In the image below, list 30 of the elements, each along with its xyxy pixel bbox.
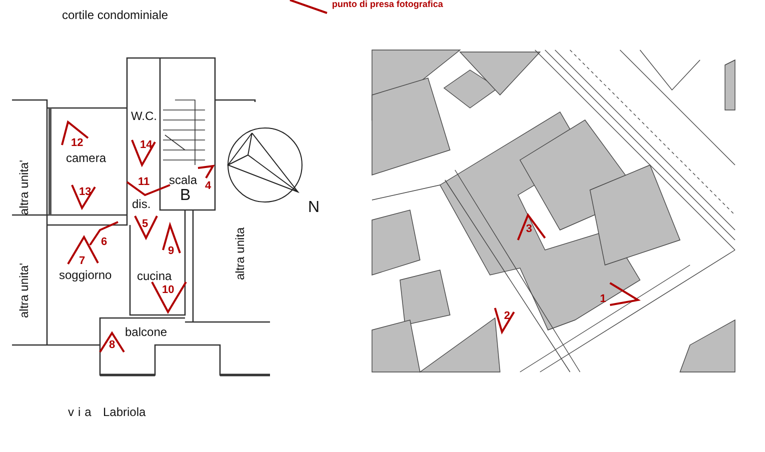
viewpoint-number: 2 xyxy=(504,311,510,322)
plan-letter: B xyxy=(180,188,191,204)
viewpoint-number: 11 xyxy=(138,177,150,188)
room-label: via xyxy=(68,406,96,418)
room-label: scala xyxy=(169,174,198,186)
area-label: altra unita xyxy=(234,227,246,280)
room-label: dis. xyxy=(132,198,151,210)
room-label: camera xyxy=(66,152,106,164)
viewpoint-number: 8 xyxy=(109,340,116,351)
viewpoint-number: 5 xyxy=(142,219,148,230)
north-label: N xyxy=(308,200,320,216)
room-label: balcone xyxy=(125,326,168,338)
viewpoint-number: 9 xyxy=(168,246,174,257)
viewpoint-number: 14 xyxy=(140,140,152,151)
area-label: cortile condominiale xyxy=(62,9,168,21)
viewpoint-number: 3 xyxy=(526,224,532,235)
room-label: W.C. xyxy=(131,110,157,122)
viewpoint-number: 12 xyxy=(71,138,84,149)
viewpoint-number: 7 xyxy=(79,256,86,267)
area-label: altra unita' xyxy=(18,263,30,318)
legend-text: punto di presa fotografica xyxy=(332,0,444,9)
viewpoint-number: 13 xyxy=(79,187,92,198)
viewpoint-number: 1 xyxy=(600,294,606,305)
viewpoint-number: 10 xyxy=(162,285,174,296)
room-label: Labriola xyxy=(103,406,146,418)
viewpoint-number: 6 xyxy=(101,237,108,248)
area-label: altra unita' xyxy=(18,160,30,215)
room-label: cucina xyxy=(137,270,172,282)
viewpoint-number: 4 xyxy=(205,181,212,192)
room-label: soggiorno xyxy=(59,269,112,281)
